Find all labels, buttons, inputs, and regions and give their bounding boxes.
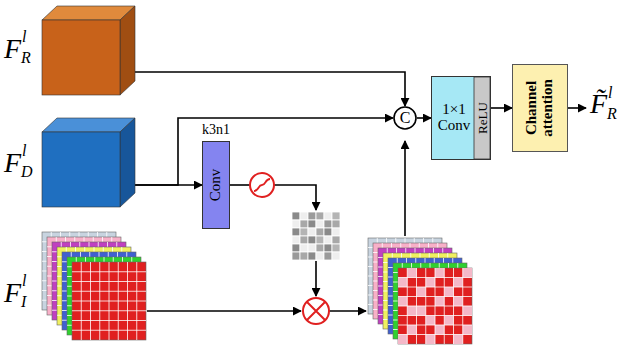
mask-cell	[308, 244, 316, 252]
node-text: l	[22, 29, 26, 46]
mask-cell	[316, 228, 324, 236]
wire	[329, 310, 366, 312]
mask-cell	[324, 220, 332, 228]
wire	[274, 185, 316, 210]
connector-arrow	[135, 118, 393, 185]
concat-circle: C	[393, 106, 417, 130]
mask-cell	[292, 236, 300, 244]
mask-cell	[332, 244, 340, 252]
node-text: k3n1	[202, 123, 230, 138]
node-text: 1×1 Conv	[434, 102, 474, 134]
wire	[315, 261, 317, 296]
mask-cell	[292, 212, 300, 220]
node-text: Conv	[208, 169, 224, 202]
attention-mask	[292, 212, 340, 260]
multiply-cross	[307, 302, 325, 320]
connector-arrow	[135, 72, 405, 106]
feature-stack: FlI	[4, 230, 147, 342]
mask-cell	[324, 212, 332, 220]
mask-cell	[316, 220, 324, 228]
node-text: I	[21, 294, 26, 311]
mask-cell	[300, 228, 308, 236]
mask-cell	[300, 244, 308, 252]
mask-cell	[316, 212, 324, 220]
feature-cube: FlR	[4, 4, 135, 96]
connector-arrow	[135, 184, 202, 186]
multiply-symbol	[303, 298, 329, 324]
channel-attention-box: Channel attention	[512, 64, 568, 152]
feature-map-layer	[72, 262, 146, 340]
node-shape	[4, 116, 135, 208]
mask-cell	[324, 228, 332, 236]
wire	[230, 184, 250, 186]
mask-cell	[300, 236, 308, 244]
output-symbol: R	[607, 106, 617, 122]
mask-cell	[324, 244, 332, 252]
mask-cell	[292, 228, 300, 236]
node-text: F	[4, 278, 21, 307]
mask-cell	[324, 236, 332, 244]
output-symbol: l	[608, 85, 612, 101]
connector-arrow	[417, 117, 431, 119]
mask-cell	[332, 212, 340, 220]
node-text: C	[400, 110, 411, 127]
node-text: Channel attention	[524, 68, 556, 148]
node-text: F	[4, 148, 21, 177]
mask-cell	[300, 252, 308, 260]
mask-cell	[292, 252, 300, 260]
mask-cell	[308, 236, 316, 244]
wire	[568, 107, 586, 109]
feature-cube: FlD	[4, 116, 135, 208]
node-text: F	[4, 34, 21, 63]
mask-cell	[308, 252, 316, 260]
mask-cell	[308, 228, 316, 236]
node-text: ReLU	[476, 102, 490, 134]
mask-cell	[300, 220, 308, 228]
mask-cell	[332, 252, 340, 260]
connector-arrow	[491, 107, 512, 109]
wire	[404, 141, 406, 236]
mask-cell	[300, 212, 308, 220]
mask-cell	[292, 220, 300, 228]
feature-map-layer	[398, 268, 472, 344]
sigmoid-symbol	[250, 173, 274, 197]
node-text: D	[21, 164, 33, 181]
mask-cell	[316, 236, 324, 244]
sigmoid-curve	[254, 179, 270, 191]
mask-cell	[332, 220, 340, 228]
mask-cell	[316, 244, 324, 252]
node-text: R	[21, 50, 31, 67]
mask-cell	[332, 236, 340, 244]
node-text: l	[22, 143, 26, 160]
conv-box: k3n1Conv	[202, 141, 230, 229]
mask-cell	[324, 252, 332, 260]
mask-cell	[292, 244, 300, 252]
mask-cell	[316, 252, 324, 260]
mask-cell	[332, 228, 340, 236]
mask-cell	[308, 220, 316, 228]
output-symbol: F̃	[590, 90, 607, 118]
mask-cell	[308, 212, 316, 220]
wire	[147, 310, 301, 312]
conv-relu-box: 1×1 ConvReLU	[431, 76, 491, 160]
node-text: l	[22, 273, 26, 290]
masked-feature-stack	[368, 238, 472, 344]
